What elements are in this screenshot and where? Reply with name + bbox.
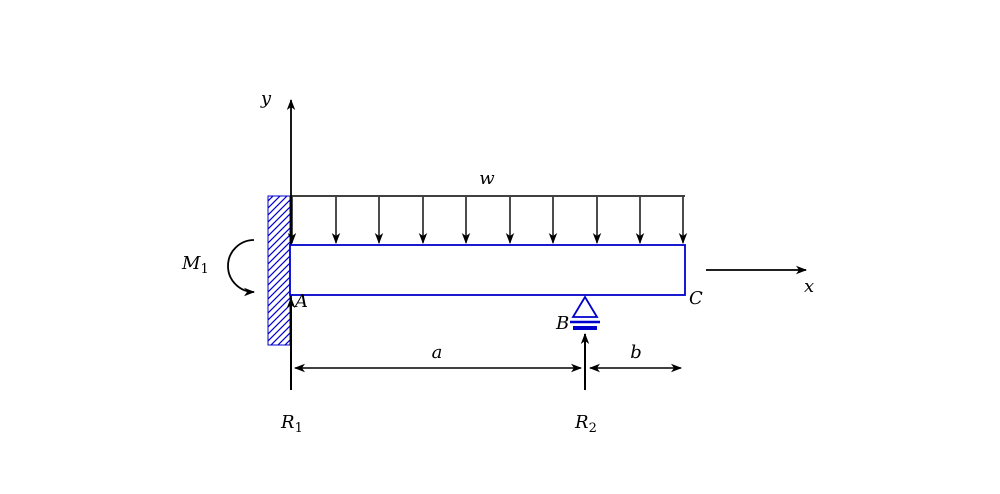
fixed-support-wall bbox=[267, 195, 291, 346]
moment-label: M1 bbox=[181, 253, 209, 277]
reaction-2-label: R2 bbox=[574, 412, 597, 436]
distributed-load bbox=[287, 195, 688, 244]
moment-label-base: M bbox=[181, 253, 201, 274]
reaction-1-label-subscript: 1 bbox=[295, 421, 303, 436]
beam bbox=[289, 244, 686, 296]
point-label-c: C bbox=[689, 288, 703, 309]
dimension-label-a: a bbox=[432, 342, 443, 363]
moment-label-subscript: 1 bbox=[200, 262, 208, 277]
point-label-b: B bbox=[555, 313, 569, 334]
reaction-1-label: R1 bbox=[280, 412, 303, 436]
x-axis-label: x bbox=[804, 276, 814, 297]
reaction-1-label-base: R bbox=[280, 412, 295, 433]
moment-arrow bbox=[227, 239, 255, 297]
roller-support bbox=[570, 295, 600, 330]
reaction-2-label-base: R bbox=[574, 412, 589, 433]
roller-support-triangle bbox=[571, 295, 599, 318]
point-label-a: A bbox=[293, 291, 308, 312]
y-axis-label: y bbox=[260, 88, 272, 109]
reaction-2-label-subscript: 2 bbox=[589, 421, 597, 436]
dimension-label-b: b bbox=[630, 342, 642, 363]
load-label: w bbox=[479, 168, 495, 189]
